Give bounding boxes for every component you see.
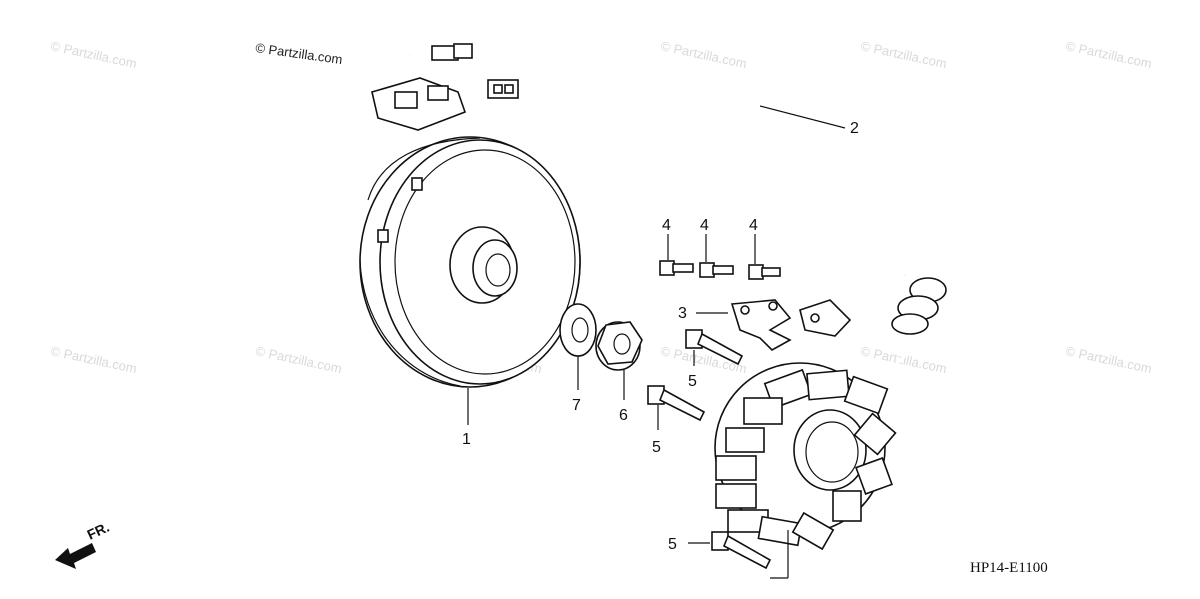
stator[interactable] xyxy=(714,362,897,551)
bolt-5c[interactable] xyxy=(711,531,772,570)
watermark: © Partzilla.com xyxy=(49,343,138,376)
watermark: © Partzilla.com xyxy=(1064,38,1153,71)
coupler-large xyxy=(371,77,467,131)
callout-1: 1 xyxy=(462,431,471,448)
stator-coils xyxy=(715,368,897,551)
watermark: © Partzilla.com xyxy=(1064,343,1153,376)
watermark: © Partzilla.com xyxy=(659,38,748,71)
diagram-code: HP14-E1100 xyxy=(970,560,1048,576)
callout-4: 4 xyxy=(749,217,758,234)
watermark-layer: © Partzilla.com © Partzilla.com © Partzi… xyxy=(49,38,1153,376)
leader-lines xyxy=(467,105,846,579)
callout-5: 5 xyxy=(652,439,661,456)
callout-6: 6 xyxy=(619,407,628,424)
wire-harness[interactable] xyxy=(371,25,947,392)
callout-4: 4 xyxy=(662,217,671,234)
coupler-tip xyxy=(431,43,473,61)
bolt-4b[interactable] xyxy=(699,262,734,278)
direction-label: FR. xyxy=(85,519,112,543)
clamp-plate[interactable] xyxy=(730,299,792,351)
bolt-5b[interactable] xyxy=(647,385,706,422)
flange-nut[interactable] xyxy=(595,321,643,371)
callout-5: 5 xyxy=(688,373,697,390)
callout-3: 3 xyxy=(678,305,687,322)
grommet xyxy=(891,277,947,335)
watermark: © Partzilla.com xyxy=(254,343,343,376)
flywheel[interactable] xyxy=(359,136,581,388)
callout-5: 5 xyxy=(668,536,677,553)
watermark: © Partzilla.com xyxy=(49,38,138,71)
callout-7: 7 xyxy=(572,397,581,414)
coupler-small xyxy=(487,79,519,99)
callout-2: 2 xyxy=(850,120,859,137)
washer[interactable] xyxy=(559,303,597,357)
arrow-icon xyxy=(55,543,96,569)
brand-label: © Partzilla.com xyxy=(255,40,344,67)
bolt-4c[interactable] xyxy=(748,264,781,280)
pulse-sensor xyxy=(799,299,852,337)
bolt-5a[interactable] xyxy=(685,329,744,366)
callout-4: 4 xyxy=(700,217,709,234)
watermark: © Partzilla.com xyxy=(859,38,948,71)
watermark: © Partzilla.com xyxy=(859,343,948,376)
bolt-4a[interactable] xyxy=(659,260,694,276)
front-direction-indicator: FR. xyxy=(55,519,112,569)
callout-labels: 1 2 3 4 4 4 5 5 5 6 7 xyxy=(462,120,859,553)
